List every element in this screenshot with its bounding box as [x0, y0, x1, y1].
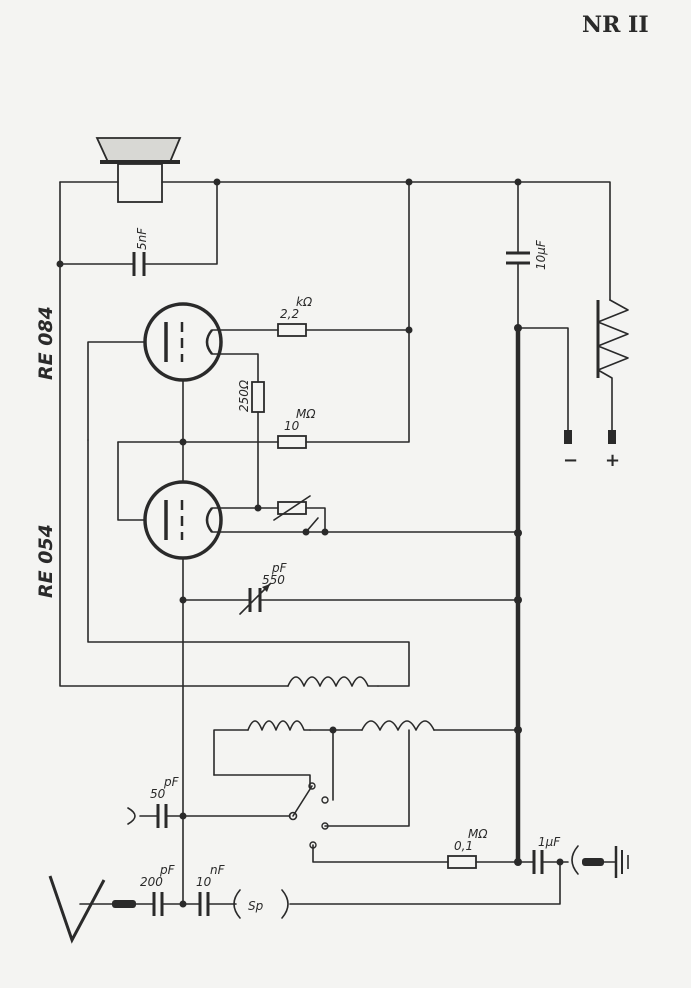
- label-0-1-mohm: MΩ: [468, 827, 488, 841]
- label-kohm: kΩ: [296, 295, 313, 309]
- ground-socket: [571, 845, 617, 875]
- label-250ohm: 250Ω: [237, 379, 251, 412]
- resistor-2-2k: [277, 323, 307, 337]
- battery-plus-label: +: [605, 450, 620, 471]
- label-50-pf: pF: [163, 775, 180, 789]
- antenna-socket: [112, 900, 136, 908]
- capacitor-1uf: [517, 850, 569, 874]
- capacitor-5nf: [59, 181, 218, 276]
- coil-tuning-2: [361, 720, 435, 731]
- tube-re084: [143, 302, 223, 382]
- earth-ground-icon: [614, 846, 629, 878]
- loudspeaker-icon: [95, 137, 182, 203]
- label-10: 10: [284, 419, 300, 433]
- antenna-icon: [48, 875, 106, 944]
- tube-re054: [143, 480, 223, 560]
- label-re084: RE 084: [35, 306, 57, 380]
- battery-resistor: [596, 299, 629, 444]
- battery-minus-label: −: [563, 450, 578, 471]
- capacitor-50pf: [127, 804, 184, 828]
- label-10-nf: nF: [210, 863, 226, 877]
- variable-capacitor-550pf: [182, 583, 519, 615]
- label-200: 200: [140, 875, 163, 889]
- label-550-pf: pF: [271, 561, 288, 575]
- resistor-250ohm: [251, 381, 265, 413]
- label-0-1: 0,1: [454, 839, 473, 853]
- capacitor-10uf: [506, 181, 530, 329]
- rheostat: [273, 495, 326, 533]
- label-10uf: 10µF: [534, 239, 548, 270]
- coil-reaction: [287, 676, 379, 687]
- battery-minus-terminal: [564, 430, 572, 444]
- label-sp: Sp: [248, 899, 264, 913]
- label-5nf: 5nF: [135, 227, 149, 250]
- resistor-10mohm: [277, 435, 307, 449]
- label-550: 550: [262, 573, 285, 587]
- label-mohm: MΩ: [296, 407, 316, 421]
- capacitor-10nf: [198, 892, 210, 916]
- coil-tuning-1: [247, 720, 311, 731]
- band-switch: [213, 774, 329, 849]
- label-2-2: 2,2: [280, 307, 299, 321]
- label-re054: RE 054: [35, 524, 57, 598]
- schematic-title: NR II: [582, 12, 649, 38]
- label-1uf: 1µF: [538, 835, 561, 849]
- capacitor-200pf: [152, 892, 164, 916]
- resistor-0-1mohm: [447, 855, 477, 869]
- sp-socket: [233, 889, 289, 919]
- label-200-pf: pF: [159, 863, 176, 877]
- label-10n: 10: [196, 875, 212, 889]
- label-50: 50: [150, 787, 166, 801]
